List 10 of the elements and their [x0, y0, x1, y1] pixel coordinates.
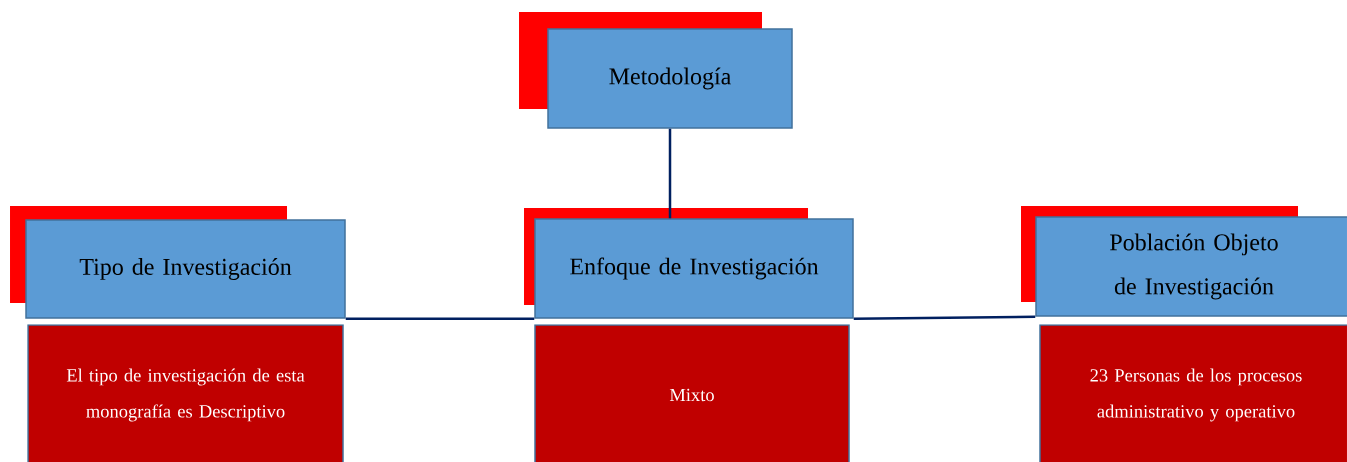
description-box: Mixto — [534, 324, 850, 462]
heading-box: Población Objeto de Investigación — [1021, 206, 1347, 317]
connector-line — [668, 128, 672, 219]
description-box: El tipo de investigación de esta monografía es Descriptivo — [27, 324, 344, 462]
heading-box: Metodología — [519, 12, 793, 129]
connector-line — [853, 315, 1036, 320]
description-box: 23 Personas de los procesos administrativo y operativo — [1039, 324, 1347, 462]
heading-box: Enfoque de Investigación — [524, 208, 854, 319]
heading-box: Tipo de Investigación — [10, 206, 346, 319]
connector-line — [345, 317, 535, 320]
